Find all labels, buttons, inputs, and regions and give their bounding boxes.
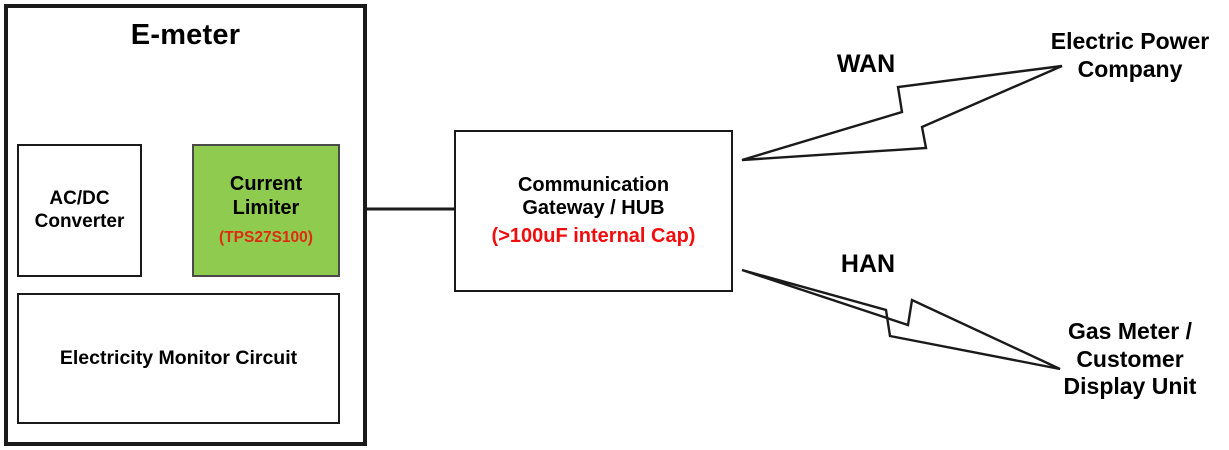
wan-lightning-bolt-icon: [741, 64, 1063, 162]
electricity-monitor-circuit-label: Electricity Monitor Circuit: [59, 347, 298, 369]
electricity-monitor-circuit-block: Electricity Monitor Circuit: [17, 293, 340, 424]
han-lightning-bolt-icon: [741, 268, 1061, 371]
wan-link-label: WAN: [836, 50, 896, 78]
gas-meter-line1: Gas Meter /: [1068, 318, 1192, 344]
electric-power-company-line2: Company: [1077, 55, 1183, 82]
current-limiter-block: Current Limiter (TPS27S100): [192, 144, 340, 277]
electric-power-company-line1: Electric Power: [1050, 28, 1210, 54]
gas-meter-line2: Customer: [1076, 345, 1184, 372]
current-limiter-part-number: (TPS27S100): [219, 229, 313, 247]
communication-gateway-block: Communication Gateway / HUB (>100uF inte…: [454, 130, 733, 292]
acdc-converter-block: AC/DC Converter: [17, 144, 142, 277]
han-link-label: HAN: [840, 250, 896, 278]
acdc-converter-label-line2: Converter: [34, 210, 125, 232]
communication-gateway-label-line1: Communication: [517, 173, 670, 196]
gas-meter-line3: Display Unit: [1063, 373, 1197, 400]
acdc-converter-label-line1: AC/DC: [49, 188, 110, 210]
current-limiter-label-line1: Current: [229, 173, 303, 196]
communication-gateway-cap-note: (>100uF internal Cap): [491, 224, 696, 247]
communication-gateway-label-line2: Gateway / HUB: [522, 197, 665, 220]
current-limiter-label-line2: Limiter: [232, 196, 300, 219]
electric-power-company-endpoint: Electric Power Company: [1032, 28, 1228, 83]
emeter-title: E-meter: [130, 19, 241, 51]
gas-meter-customer-display-endpoint: Gas Meter / Customer Display Unit: [1032, 318, 1228, 401]
